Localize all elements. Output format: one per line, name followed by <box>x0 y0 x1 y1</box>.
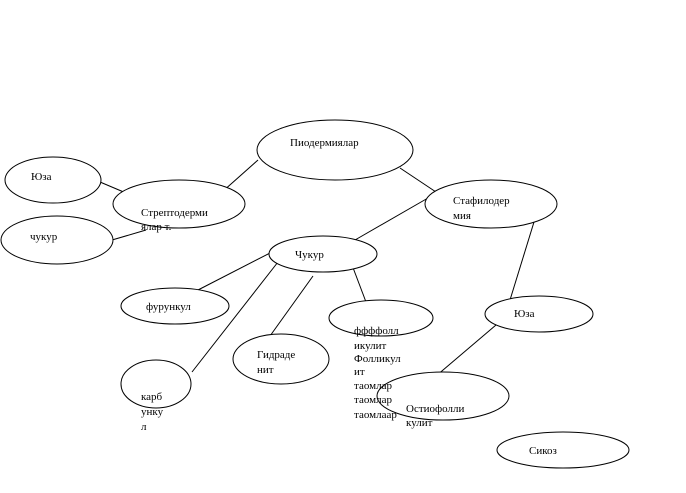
node-streptodermiyalar <box>112 179 246 229</box>
label-chukur-center: Чукур <box>295 249 324 261</box>
label-streptodermiyalar: Стрептодерми ялар т. <box>141 207 211 233</box>
connector-piodermiyalar-stafilodermiya <box>399 167 437 193</box>
label-piodermiyalar: Пиодермиялар <box>290 137 359 149</box>
label-gidradenit: Гидраде нит <box>257 349 298 376</box>
node-yuza-left <box>4 156 102 204</box>
connector-stafilodermiya-chukur <box>354 197 429 241</box>
node-piodermiyalar <box>256 119 414 181</box>
connector-streptodermiyalar-yuza <box>99 181 127 194</box>
node-follikulit <box>328 299 434 337</box>
label-yuza-right: Юза <box>514 308 535 320</box>
connector-yuza-ostiofollikulit <box>435 324 497 377</box>
label-stafilodermiya: Стафилодер мия <box>453 195 512 222</box>
label-furunkul: фурункул <box>146 301 191 313</box>
node-furunkul <box>120 287 230 325</box>
label-karbunkul: карб унку л <box>141 391 166 433</box>
connector-piodermiyalar-streptodermiyalar <box>221 159 259 193</box>
connector-streptodermiyalar-chukur <box>111 229 147 241</box>
label-ostiofollikulit: Остиофолли кулит <box>406 403 467 429</box>
node-chukur-left <box>0 215 114 265</box>
label-yuza-left: Юза <box>31 171 52 183</box>
connector-chukur-karbunkul <box>191 261 279 373</box>
node-sikoz <box>496 431 630 469</box>
node-chukur-center <box>268 235 378 273</box>
node-yuza-right <box>484 295 594 333</box>
node-gidradenit <box>232 333 330 385</box>
connector-chukur-follikulit <box>351 264 367 303</box>
node-stafilodermiya <box>424 179 558 229</box>
connector-chukur-gidradenit <box>269 275 314 337</box>
label-chukur-left: чукур <box>30 231 58 243</box>
node-ostiofollikulit <box>376 371 510 421</box>
connector-chukur-furunkul <box>197 251 273 291</box>
label-follikulit: ффффолл икулит Фолликул ит таомлар таомл… <box>354 325 403 421</box>
node-karbunkul <box>120 359 192 409</box>
connector-stafilodermiya-yuza <box>509 221 535 301</box>
label-sikoz: Сикоз <box>529 445 557 457</box>
